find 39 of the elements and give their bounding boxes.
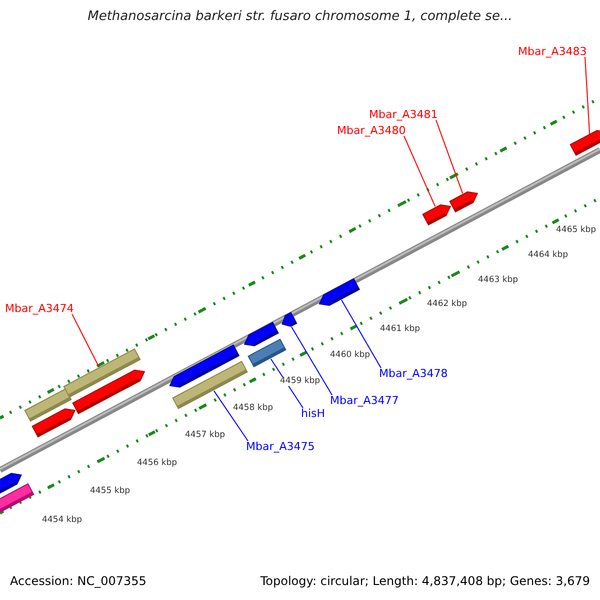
leader-line	[584, 56, 590, 134]
tick-label: 4458 kbp	[233, 404, 274, 412]
gene-feature	[570, 130, 600, 156]
gene-label: hisH	[301, 408, 326, 419]
gene-feature	[318, 278, 360, 306]
tick-label: 4463 kbp	[478, 276, 518, 284]
leader-line	[436, 120, 464, 194]
gene-feature	[282, 312, 298, 327]
tick-label: 4462 kbp	[427, 300, 468, 308]
gene-feature	[0, 483, 34, 513]
leader-line	[291, 326, 332, 396]
gene-feature	[72, 370, 146, 414]
chart-title: Methanosarcina barkeri str. fusaro chromosome 1, complete se...	[86, 10, 514, 23]
gene-label: Mbar_A3475	[246, 441, 315, 452]
gene-feature	[449, 191, 478, 213]
tick-label: 4459 kbp	[280, 377, 320, 386]
footer-text: Accession: NC_007355	[10, 575, 146, 587]
gene-label: Mbar_A3477	[330, 395, 399, 406]
tick-label: 4455 kbp	[90, 487, 130, 496]
tick-label: 4461 kbp	[380, 325, 420, 334]
tick-label: 4460 kbp	[330, 351, 370, 360]
leader-line	[213, 390, 248, 442]
gene-label: Mbar_A3478	[379, 368, 448, 379]
gene-label: Mbar_A3481	[369, 109, 438, 120]
gene-label: Mbar_A3483	[518, 46, 587, 57]
tick-label: 4456 kbp	[137, 459, 178, 468]
leader-line	[404, 136, 436, 208]
tick-label: 4457 kbp	[185, 431, 226, 440]
gene-feature	[248, 338, 286, 368]
gene-feature	[422, 204, 452, 226]
tick-label: 4465 kbp	[556, 226, 596, 234]
gene-label: Mbar_A3474	[5, 303, 74, 314]
gene-label: Mbar_A3480	[337, 125, 406, 136]
footer-text: Topology: circular; Length: 4,837,408 bp; Genes: 3,679	[260, 575, 590, 587]
leader-line	[341, 300, 382, 368]
tick-label: 4454 kbp	[42, 516, 82, 524]
leader-line	[72, 314, 100, 368]
gene-feature	[32, 408, 76, 438]
tick-label: 4464 kbp	[528, 251, 568, 260]
